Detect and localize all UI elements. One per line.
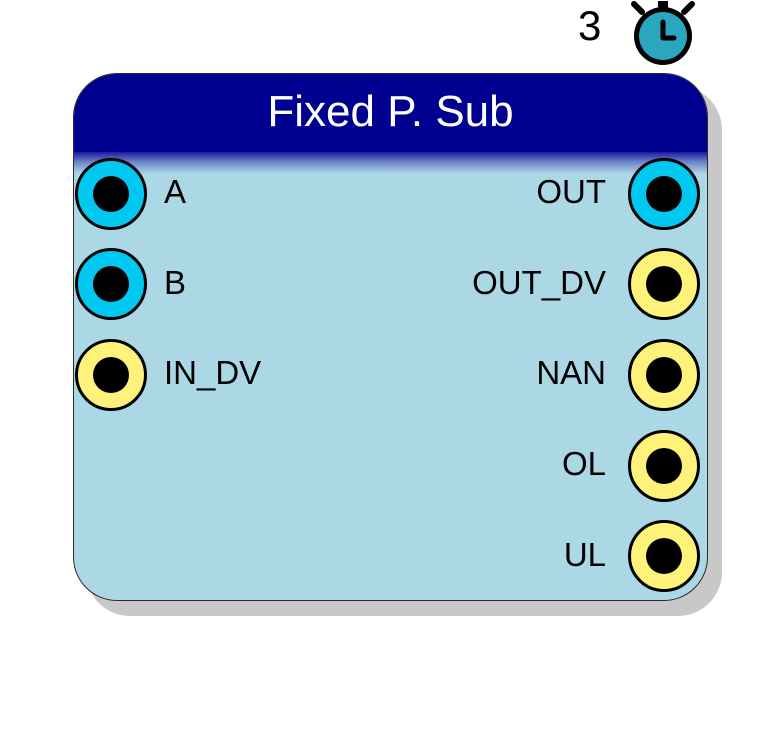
header-gradient <box>74 152 707 174</box>
execution-order-number: 3 <box>578 2 602 49</box>
input-label-a: A <box>164 173 187 210</box>
input-port-in-dv[interactable] <box>75 339 147 411</box>
output-label-out-dv: OUT_DV <box>472 264 606 301</box>
input-port-b[interactable] <box>75 248 147 320</box>
output-label-out: OUT <box>536 173 606 210</box>
output-port-out[interactable] <box>628 158 700 230</box>
stopwatch-icon <box>631 1 695 65</box>
output-port-ul[interactable] <box>628 520 700 592</box>
output-port-ol[interactable] <box>628 430 700 502</box>
input-port-a[interactable] <box>75 158 147 230</box>
input-label-b: B <box>164 264 187 301</box>
output-port-out-dv[interactable] <box>628 248 700 320</box>
output-label-nan: NAN <box>536 354 606 391</box>
output-port-nan[interactable] <box>628 339 700 411</box>
execution-order-badge: 3 <box>560 0 710 70</box>
input-label-in-dv: IN_DV <box>164 354 262 391</box>
output-label-ul: UL <box>563 536 606 573</box>
block-header: Fixed P. Sub <box>74 74 707 152</box>
block-title: Fixed P. Sub <box>267 87 514 136</box>
output-label-ol: OL <box>561 445 606 482</box>
function-block[interactable]: Fixed P. Sub <box>73 73 708 601</box>
